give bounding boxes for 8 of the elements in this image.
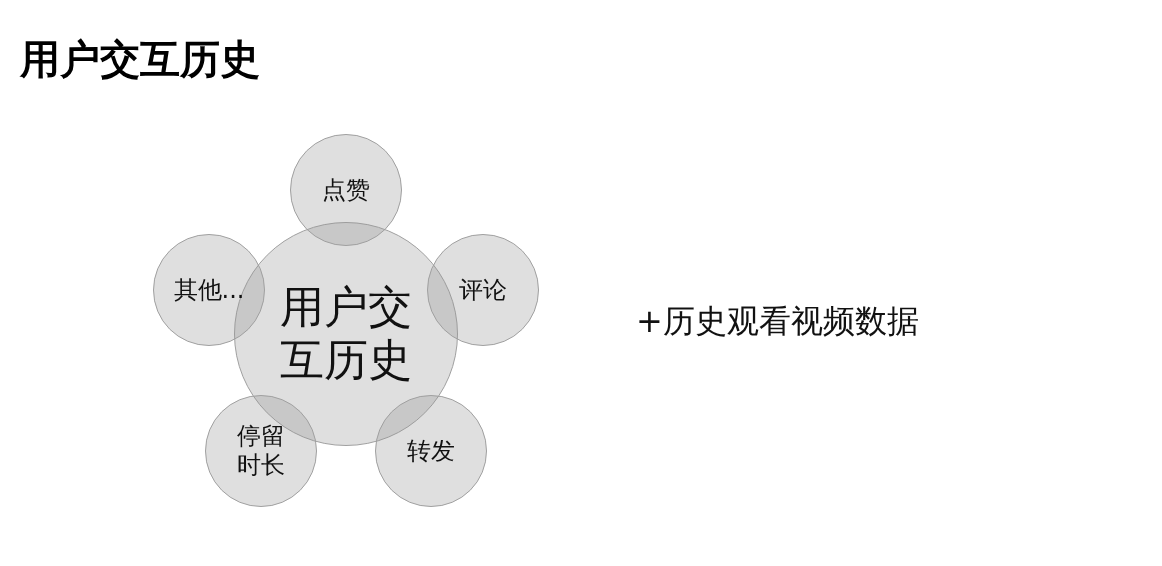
node-text: 停留时长 bbox=[236, 422, 286, 480]
node-text: 用户交互历史 bbox=[279, 281, 413, 387]
node-text: 转发 bbox=[406, 436, 456, 466]
page-title: 用户交互历史 bbox=[20, 35, 260, 84]
note-text: +历史观看视频数据 bbox=[636, 301, 919, 342]
node-text: 评论 bbox=[458, 275, 508, 305]
node-text: 点赞 bbox=[321, 175, 371, 205]
node-text: 其他... bbox=[172, 275, 246, 305]
